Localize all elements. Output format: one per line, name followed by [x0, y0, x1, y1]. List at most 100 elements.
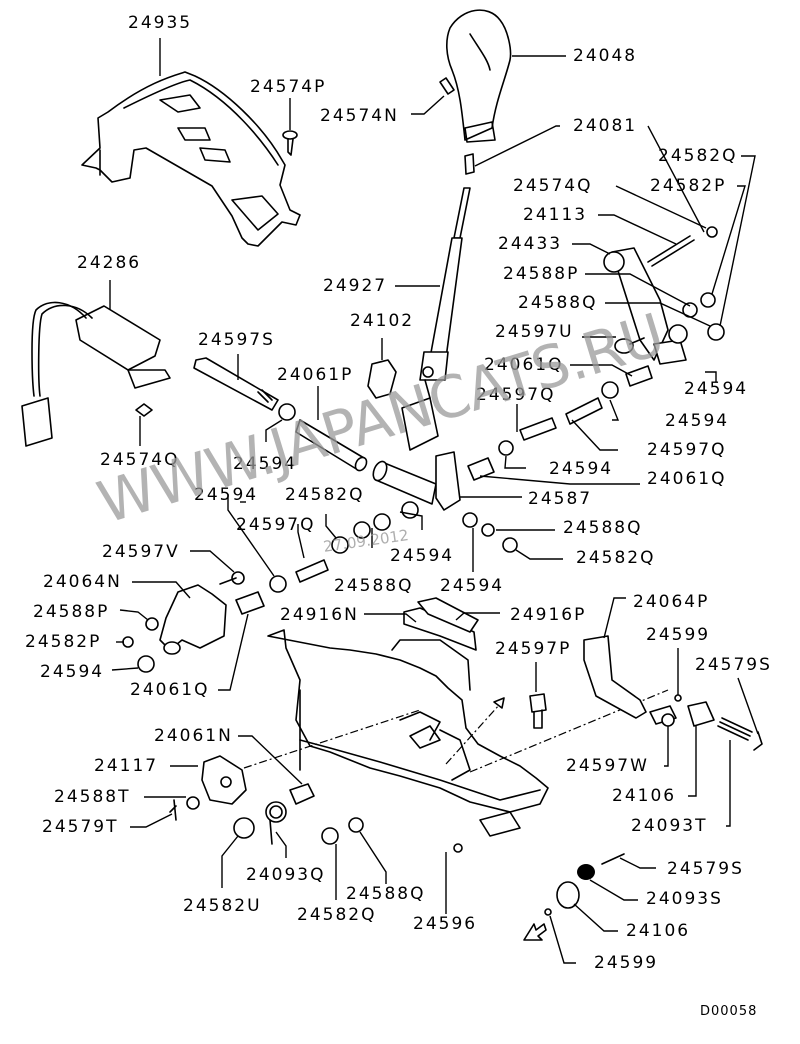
washer-part[interactable] [467, 440, 514, 481]
part-label[interactable]: 24064P [633, 592, 710, 612]
part-label[interactable]: 24579T [42, 817, 119, 837]
spring-part[interactable] [717, 717, 753, 741]
part-label[interactable]: 24102 [350, 311, 415, 331]
part-label[interactable]: 24597Q [236, 515, 316, 535]
washer-part[interactable] [186, 796, 200, 810]
bolt-part[interactable] [649, 705, 677, 727]
shift-knob-part[interactable] [446, 9, 512, 143]
bolt-part[interactable] [529, 693, 547, 729]
part-label[interactable]: 24582Q [297, 905, 377, 925]
plunger-part[interactable] [556, 881, 580, 909]
part-label[interactable]: 24594 [233, 454, 298, 474]
part-label[interactable]: 24588P [33, 602, 110, 622]
nut-part[interactable] [233, 817, 364, 845]
tube-part[interactable] [601, 365, 653, 399]
part-label[interactable]: 24048 [573, 46, 638, 66]
lever-shaft-part[interactable] [371, 451, 461, 511]
part-label[interactable]: 24061Q [130, 680, 210, 700]
part-label[interactable]: 24916P [510, 605, 587, 625]
select-arm-part[interactable] [201, 755, 247, 805]
part-label[interactable]: 24588Q [334, 576, 414, 596]
part-label[interactable]: 24106 [626, 921, 691, 941]
part-label[interactable]: 24574N [320, 106, 399, 126]
console-cover-part[interactable] [81, 71, 301, 247]
part-label[interactable]: 24433 [498, 234, 563, 254]
washer-part[interactable] [278, 403, 296, 421]
retaining-clip-part[interactable] [601, 853, 625, 865]
part-label[interactable]: 24582Q [576, 548, 656, 568]
part-label[interactable]: 24574P [250, 77, 327, 97]
cotter-pin-part[interactable] [169, 799, 177, 821]
part-label[interactable]: 24594 [40, 662, 105, 682]
nut-part[interactable] [668, 292, 725, 344]
pin-part[interactable] [614, 337, 645, 354]
part-label[interactable]: 24588P [503, 264, 580, 284]
detent-lever-part[interactable] [603, 247, 687, 365]
part-label[interactable]: 24594 [549, 459, 614, 479]
plunger-part[interactable] [687, 701, 715, 727]
part-label[interactable]: 24582Q [658, 146, 738, 166]
part-label[interactable]: 24588Q [518, 293, 598, 313]
part-label[interactable]: 24935 [128, 13, 193, 33]
bolt-part[interactable] [219, 559, 329, 585]
part-label[interactable]: 24597Q [476, 385, 556, 405]
part-label[interactable]: 24113 [523, 205, 588, 225]
part-label[interactable]: 24596 [413, 914, 478, 934]
part-label[interactable]: 24064N [43, 572, 122, 592]
part-label[interactable]: 24579S [695, 655, 772, 675]
part-label[interactable]: 24916N [280, 605, 359, 625]
detent-plate-part[interactable] [403, 597, 479, 651]
spring-seat-part[interactable] [544, 908, 552, 916]
part-label[interactable]: 24597P [495, 639, 572, 659]
part-label[interactable]: 24582Q [285, 485, 365, 505]
part-label[interactable]: 24599 [594, 953, 659, 973]
part-label[interactable]: 24599 [646, 625, 711, 645]
shift-base-bracket-part[interactable] [267, 629, 549, 853]
part-label[interactable]: 24594 [440, 576, 505, 596]
part-label[interactable]: 24594 [684, 379, 749, 399]
switch-screw-part[interactable] [135, 403, 153, 417]
part-label[interactable]: 24588Q [346, 884, 426, 904]
part-label[interactable]: 24574Q [100, 450, 180, 470]
shift-lock-bracket-part[interactable] [583, 635, 647, 719]
part-label[interactable]: 24587 [528, 489, 593, 509]
part-label[interactable]: 24594 [194, 485, 259, 505]
tube-part[interactable] [295, 419, 369, 473]
switch-assembly-part[interactable] [21, 301, 171, 447]
washer-part[interactable] [269, 575, 287, 593]
part-label[interactable]: 24597W [566, 756, 649, 776]
screw-part[interactable] [282, 130, 298, 156]
shift-lever-part[interactable] [401, 187, 471, 451]
knob-screw-part[interactable] [439, 77, 455, 95]
part-label[interactable]: 24597Q [647, 440, 727, 460]
part-label[interactable]: 24927 [323, 276, 388, 296]
part-label[interactable]: 24597S [198, 330, 275, 350]
long-bolt-part[interactable] [193, 357, 279, 411]
nut-part[interactable] [122, 617, 159, 673]
part-label[interactable]: 24594 [390, 546, 455, 566]
part-label[interactable]: 24582P [25, 632, 102, 652]
bolt-part[interactable] [519, 397, 603, 441]
part-label[interactable]: 24081 [573, 116, 638, 136]
part-label[interactable]: 24597U [495, 322, 574, 342]
knob-pin-part[interactable] [464, 153, 475, 175]
tube-part[interactable] [235, 591, 265, 615]
part-label[interactable]: 24061Q [647, 469, 727, 489]
part-label[interactable]: 24061N [154, 726, 233, 746]
torsion-spring-part[interactable] [265, 801, 287, 845]
part-label[interactable]: 24588T [54, 787, 131, 807]
part-label[interactable]: 24582P [650, 176, 727, 196]
part-label[interactable]: 24579S [667, 859, 744, 879]
part-label[interactable]: 24106 [612, 786, 677, 806]
part-label[interactable]: 24093T [631, 816, 708, 836]
part-label[interactable]: 24597V [102, 542, 180, 562]
spring-seat-part[interactable] [674, 694, 682, 702]
part-label[interactable]: 24286 [77, 253, 142, 273]
tube-part[interactable] [289, 783, 315, 805]
part-label[interactable]: 24061P [277, 365, 354, 385]
retaining-clip-part[interactable] [753, 731, 763, 751]
part-label[interactable]: 24093Q [246, 865, 326, 885]
lever-bushing-part[interactable] [367, 359, 397, 399]
part-label[interactable]: 24117 [94, 756, 159, 776]
part-label[interactable]: 24588Q [563, 518, 643, 538]
